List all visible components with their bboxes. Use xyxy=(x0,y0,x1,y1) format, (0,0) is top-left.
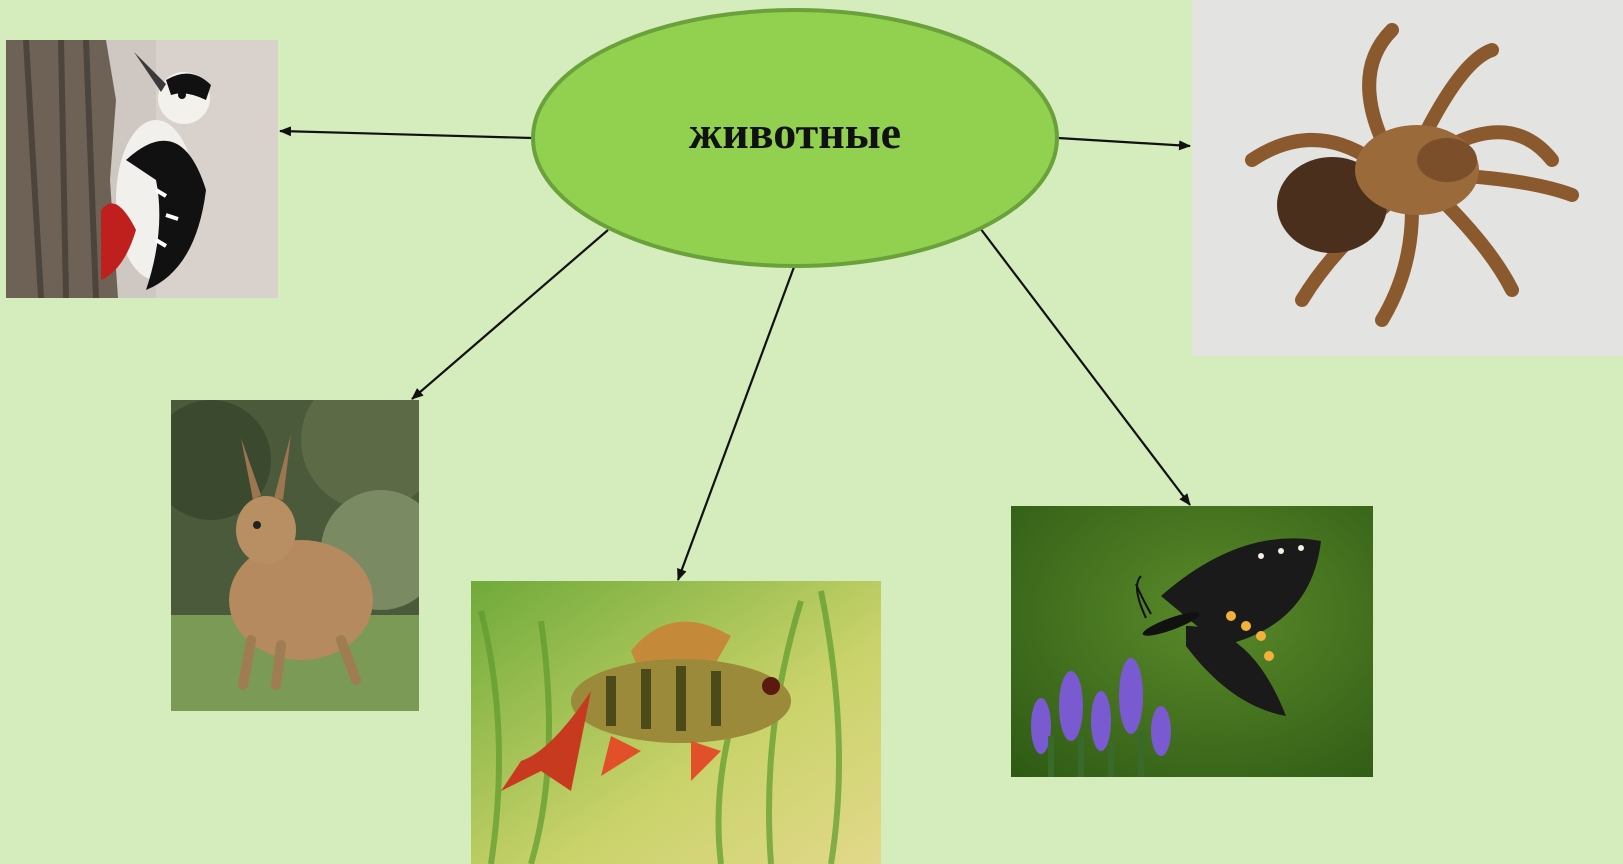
center-node-label: животные xyxy=(530,110,1060,156)
arrow-to-butterfly xyxy=(980,228,1190,505)
swallowtail-butterfly-photo xyxy=(1011,506,1373,777)
arrow-to-hare xyxy=(412,230,608,399)
arrow-to-woodpecker xyxy=(280,131,532,138)
woodpecker-photo xyxy=(6,40,278,298)
arrow-to-spider xyxy=(1058,138,1190,146)
perch-fish-photo xyxy=(471,581,881,864)
hare-photo xyxy=(171,400,419,711)
arrow-to-fish xyxy=(678,267,794,580)
tarantula-photo xyxy=(1192,0,1623,356)
